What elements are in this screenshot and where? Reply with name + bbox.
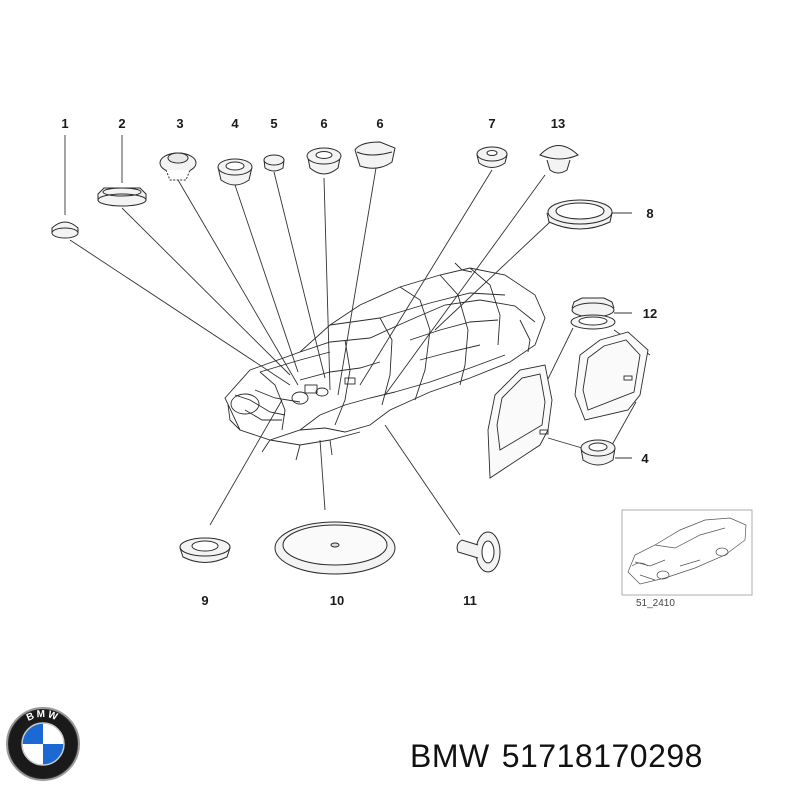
leader-11 bbox=[384, 424, 461, 536]
door-front bbox=[487, 364, 553, 479]
callout-9: 9 bbox=[201, 593, 208, 608]
leader-lines bbox=[64, 135, 651, 536]
leader-4b-b bbox=[611, 401, 637, 446]
leader-10 bbox=[319, 439, 326, 511]
leader-6a bbox=[323, 177, 331, 391]
leader-7 bbox=[359, 169, 493, 386]
callout-4: 4 bbox=[231, 116, 239, 131]
leader-9 bbox=[209, 399, 283, 526]
leader-13 bbox=[384, 174, 546, 396]
thumbnail-car bbox=[627, 517, 747, 585]
plug-3 bbox=[159, 152, 197, 181]
caption-brand: BMW bbox=[410, 738, 490, 774]
leader-1 bbox=[69, 239, 291, 386]
leader-5 bbox=[273, 171, 326, 379]
leader-6b bbox=[337, 167, 377, 396]
grommet-4 bbox=[217, 158, 253, 186]
callout-5: 5 bbox=[270, 116, 277, 131]
callout-labels: 1 2 3 4 5 6 6 7 13 8 12 4 9 10 11 bbox=[61, 116, 657, 608]
callout-6a: 6 bbox=[320, 116, 327, 131]
door-rear bbox=[574, 331, 649, 421]
logo-lettering: BMW bbox=[25, 709, 59, 724]
grommet-7 bbox=[476, 146, 508, 168]
grommet-4b bbox=[580, 439, 616, 466]
callout-4b: 4 bbox=[641, 451, 649, 466]
callout-3: 3 bbox=[176, 116, 183, 131]
thumbnail-inset: 51_2410 bbox=[621, 509, 753, 609]
callout-10: 10 bbox=[330, 593, 344, 608]
callout-1: 1 bbox=[61, 116, 68, 131]
thumbnail-frame bbox=[621, 509, 753, 596]
grommet-9 bbox=[179, 537, 231, 563]
plug-10 bbox=[274, 521, 396, 575]
plug-1 bbox=[51, 221, 79, 239]
leader-8 bbox=[434, 221, 551, 331]
callout-2: 2 bbox=[118, 116, 125, 131]
plug-13 bbox=[539, 145, 579, 174]
grommet-8 bbox=[546, 199, 613, 230]
part-caption: BMW 51718170298 bbox=[410, 738, 715, 775]
leader-4b-a bbox=[547, 437, 583, 449]
bmw-logo: BMW bbox=[6, 707, 80, 781]
plug-6a bbox=[306, 147, 342, 175]
leader-12a bbox=[544, 327, 574, 386]
callout-7: 7 bbox=[488, 116, 495, 131]
callout-8: 8 bbox=[646, 206, 653, 221]
car-body-shell bbox=[224, 262, 546, 461]
callout-12: 12 bbox=[643, 306, 657, 321]
leader-3 bbox=[177, 179, 299, 386]
plug-12 bbox=[570, 297, 616, 330]
plug-2 bbox=[97, 187, 147, 207]
caption-part-number: 51718170298 bbox=[501, 738, 703, 774]
svg-text:BMW: BMW bbox=[25, 709, 61, 724]
callout-13: 13 bbox=[551, 116, 565, 131]
callout-6b: 6 bbox=[376, 116, 383, 131]
leader-4 bbox=[234, 184, 299, 373]
plug-5 bbox=[263, 154, 285, 172]
leader-2 bbox=[121, 207, 291, 376]
plug-11 bbox=[456, 531, 501, 573]
plug-6b bbox=[354, 141, 396, 169]
callout-11: 11 bbox=[463, 593, 477, 608]
thumbnail-ref: 51_2410 bbox=[636, 598, 675, 609]
